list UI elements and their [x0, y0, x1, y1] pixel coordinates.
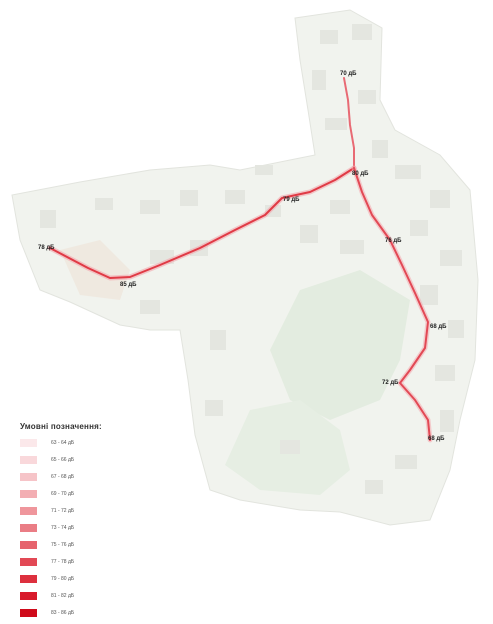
- route-north-segment: [343, 77, 355, 169]
- legend-swatch: [20, 608, 37, 617]
- legend-item: 69 - 70 дБ: [20, 488, 150, 499]
- legend-swatch: [20, 489, 37, 498]
- legend-title: Умовні позначення:: [20, 422, 102, 431]
- legend-label: 69 - 70 дБ: [51, 490, 75, 497]
- noise-label: 70 дБ: [340, 71, 357, 77]
- legend-item: 65 - 66 дБ: [20, 454, 150, 465]
- legend-label: 73 - 74 дБ: [51, 524, 75, 531]
- legend-item: 63 - 64 дБ: [20, 437, 150, 448]
- legend-item: 75 - 76 дБ: [20, 539, 150, 550]
- legend-label: 83 - 86 дБ: [51, 609, 75, 616]
- noise-label: 78 дБ: [38, 245, 55, 251]
- legend-label: 63 - 64 дБ: [51, 439, 75, 446]
- legend-swatch: [20, 574, 37, 583]
- legend-item: 73 - 74 дБ: [20, 522, 150, 533]
- legend-swatch: [20, 455, 37, 464]
- legend-label: 75 - 76 дБ: [51, 541, 75, 548]
- noise-route: [47, 77, 433, 443]
- legend-label: 77 - 78 дБ: [51, 558, 75, 565]
- legend-swatch: [20, 506, 37, 515]
- legend-swatch: [20, 540, 37, 549]
- noise-label: 68 дБ: [430, 324, 447, 330]
- legend-items: 63 - 64 дБ 65 - 66 дБ 67 - 68 дБ 69 - 70…: [20, 437, 150, 618]
- legend-item: 81 - 82 дБ: [20, 590, 150, 601]
- noise-label: 79 дБ: [283, 197, 300, 203]
- legend-swatch: [20, 591, 37, 600]
- noise-label: 85 дБ: [120, 282, 137, 288]
- park-zone: [270, 270, 410, 420]
- route-south-segment: [353, 167, 431, 441]
- noise-labels: 70 дБ 80 дБ 79 дБ 76 дБ 78 дБ 85 дБ 68 д…: [38, 71, 447, 442]
- map-legend: Умовні позначення: 63 - 64 дБ 65 - 66 дБ…: [20, 422, 150, 624]
- legend-swatch: [20, 438, 37, 447]
- legend-swatch: [20, 557, 37, 566]
- legend-label: 79 - 80 дБ: [51, 575, 75, 582]
- noise-label: 80 дБ: [352, 171, 369, 177]
- legend-swatch: [20, 472, 37, 481]
- noise-label: 68 дБ: [428, 436, 445, 442]
- city-blocks: [40, 24, 464, 494]
- legend-item: 77 - 78 дБ: [20, 556, 150, 567]
- noise-label: 76 дБ: [385, 238, 402, 244]
- noise-label: 72 дБ: [382, 380, 399, 386]
- legend-label: 71 - 72 дБ: [51, 507, 75, 514]
- legend-swatch: [20, 523, 37, 532]
- legend-item: 83 - 86 дБ: [20, 607, 150, 618]
- legend-item: 71 - 72 дБ: [20, 505, 150, 516]
- route-west-segment: [49, 167, 355, 279]
- legend-label: 67 - 68 дБ: [51, 473, 75, 480]
- legend-label: 65 - 66 дБ: [51, 456, 75, 463]
- legend-label: 81 - 82 дБ: [51, 592, 75, 599]
- legend-item: 79 - 80 дБ: [20, 573, 150, 584]
- legend-item: 67 - 68 дБ: [20, 471, 150, 482]
